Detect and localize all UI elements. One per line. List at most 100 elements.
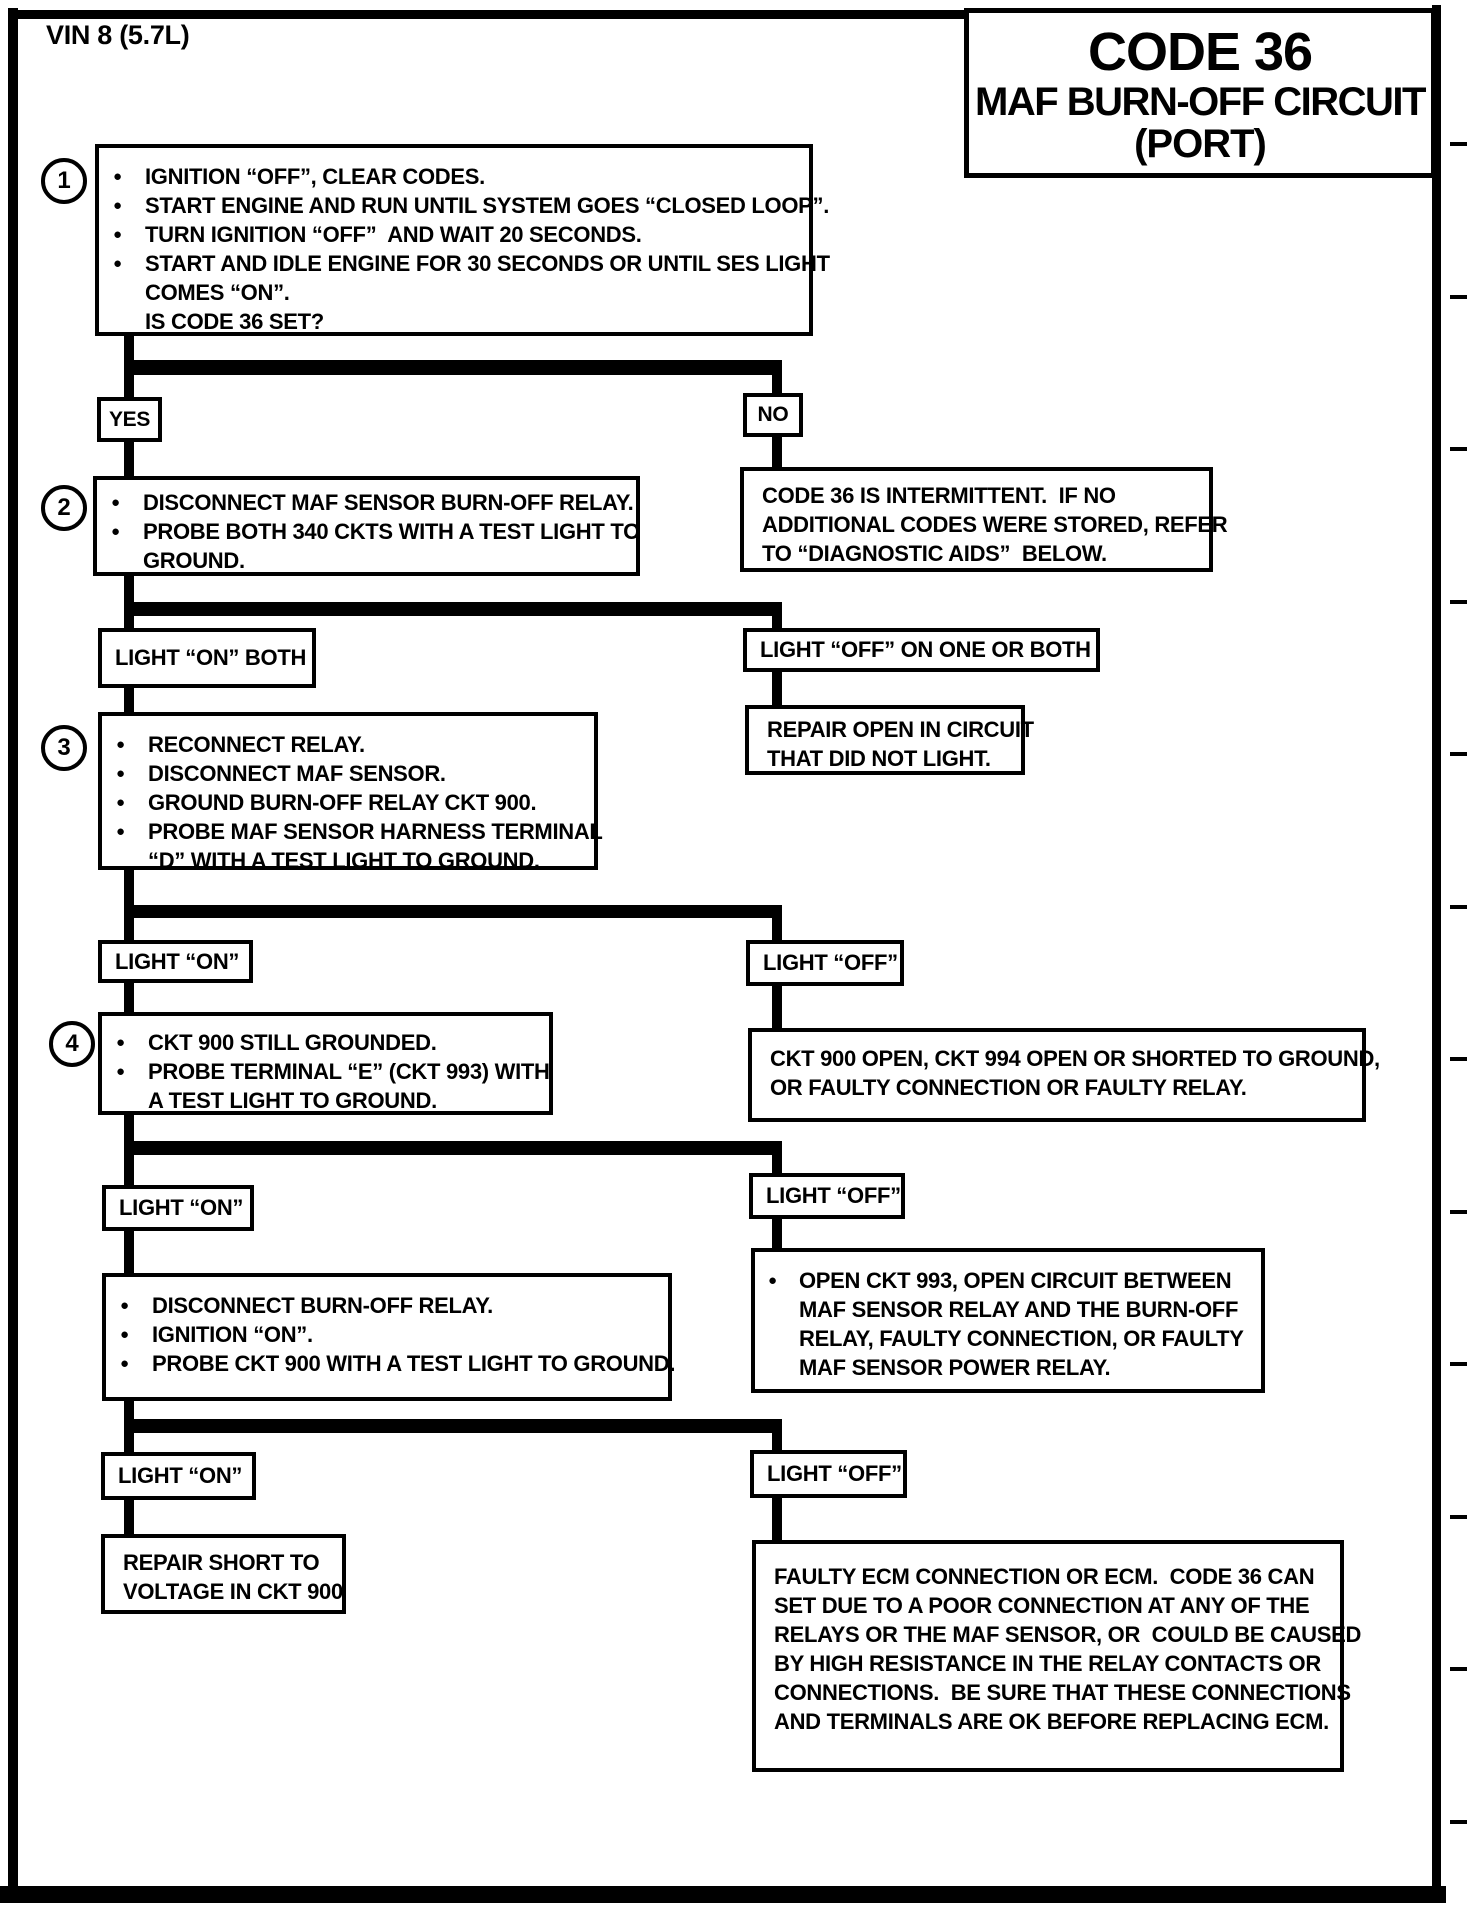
result-line: CKT 900 OPEN, CKT 994 OPEN OR SHORTED TO… xyxy=(770,1046,1380,1071)
step-1-line: TURN IGNITION “OFF” AND WAIT 20 SECONDS. xyxy=(99,220,809,249)
result-line: MAF SENSOR RELAY AND THE BURN-OFF xyxy=(799,1297,1239,1322)
result-line: AND TERMINALS ARE OK BEFORE REPLACING EC… xyxy=(774,1709,1329,1734)
connector-segment xyxy=(124,1231,134,1273)
step-1-line: IS CODE 36 SET? xyxy=(145,309,324,334)
result-line: OPEN CKT 993, OPEN CIRCUIT BETWEEN xyxy=(755,1266,1261,1295)
step-number-2: 2 xyxy=(41,485,87,531)
connector-segment xyxy=(772,365,782,393)
branch-bar xyxy=(124,1419,782,1433)
result-line: CODE 36 IS INTERMITTENT. IF NO xyxy=(762,483,1116,508)
step-2-line: PROBE BOTH 340 CKTS WITH A TEST LIGHT TO xyxy=(97,517,640,546)
light-on-label-3: LIGHT “ON” xyxy=(101,1452,256,1500)
connector-segment xyxy=(772,1498,782,1540)
result-line: THAT DID NOT LIGHT. xyxy=(767,746,991,771)
connector-segment xyxy=(772,672,782,705)
light-off-label-3: LIGHT “OFF” xyxy=(750,1450,907,1498)
step-4-line: CKT 900 STILL GROUNDED. xyxy=(102,1028,549,1057)
step-5-box: DISCONNECT BURN-OFF RELAY. IGNITION “ON”… xyxy=(102,1273,675,1401)
result-line: BY HIGH RESISTANCE IN THE RELAY CONTACTS… xyxy=(774,1651,1321,1676)
light-off-label-2: LIGHT “OFF” xyxy=(749,1173,905,1219)
branch-bar xyxy=(124,602,782,616)
page-title: CODE 36 xyxy=(1087,22,1313,82)
connector-segment xyxy=(772,910,782,940)
connector-segment xyxy=(772,1147,782,1173)
result-open-ckt993-box: OPEN CKT 993, OPEN CIRCUIT BETWEEN MAF S… xyxy=(751,1248,1265,1393)
result-line: CONNECTIONS. BE SURE THAT THESE CONNECTI… xyxy=(774,1680,1351,1705)
margin-tick xyxy=(1450,1362,1467,1366)
connector-segment xyxy=(772,1425,782,1450)
result-line: VOLTAGE IN CKT 900 xyxy=(123,1579,343,1604)
result-line: FAULTY ECM CONNECTION OR ECM. CODE 36 CA… xyxy=(774,1564,1315,1589)
connector-segment xyxy=(124,688,134,712)
step-2-line: DISCONNECT MAF SENSOR BURN-OFF RELAY. xyxy=(97,488,636,517)
light-on-label-2: LIGHT “ON” xyxy=(102,1185,254,1231)
no-label-box: NO xyxy=(743,393,803,437)
margin-tick xyxy=(1450,1820,1467,1824)
result-repair-short-box: REPAIR SHORT TO VOLTAGE IN CKT 900 xyxy=(101,1534,346,1614)
step-3-box: RECONNECT RELAY. DISCONNECT MAF SENSOR. … xyxy=(98,712,603,873)
step-5-line: PROBE CKT 900 WITH A TEST LIGHT TO GROUN… xyxy=(106,1349,675,1378)
result-intermittent-box: CODE 36 IS INTERMITTENT. IF NO ADDITIONA… xyxy=(740,467,1228,572)
result-ckt900-open-box: CKT 900 OPEN, CKT 994 OPEN OR SHORTED TO… xyxy=(748,1028,1380,1122)
step-3-line: GROUND BURN-OFF RELAY CKT 900. xyxy=(102,788,594,817)
light-on-both-label: LIGHT “ON” BOTH xyxy=(98,628,316,688)
page-border-top xyxy=(8,10,968,19)
step-5-line: DISCONNECT BURN-OFF RELAY. xyxy=(106,1291,668,1320)
margin-tick xyxy=(1450,447,1467,451)
branch-bar xyxy=(124,905,782,918)
result-line: ADDITIONAL CODES WERE STORED, REFER xyxy=(762,512,1228,537)
result-line: RELAY, FAULTY CONNECTION, OR FAULTY xyxy=(799,1326,1244,1351)
branch-bar xyxy=(124,360,782,375)
step-number-1: 1 xyxy=(41,158,87,204)
light-off-label-1: LIGHT “OFF” xyxy=(746,940,904,986)
result-line: SET DUE TO A POOR CONNECTION AT ANY OF T… xyxy=(774,1593,1310,1618)
result-line: REPAIR SHORT TO xyxy=(123,1550,320,1575)
step-1-line: START ENGINE AND RUN UNTIL SYSTEM GOES “… xyxy=(99,191,829,220)
margin-tick xyxy=(1450,1210,1467,1214)
page-border-bottom xyxy=(0,1886,1446,1903)
connector-segment xyxy=(772,437,782,467)
margin-tick xyxy=(1450,295,1467,299)
connector-segment xyxy=(124,983,134,1012)
margin-tick xyxy=(1450,752,1467,756)
margin-tick xyxy=(1450,1515,1467,1519)
page-border-right xyxy=(1432,5,1441,1898)
step-1-box: IGNITION “OFF”, CLEAR CODES. START ENGIN… xyxy=(95,144,830,336)
connector-segment xyxy=(124,1500,134,1534)
step-number-4: 4 xyxy=(49,1021,95,1067)
connector-segment xyxy=(772,986,782,1028)
page-subtitle-port: (PORT) xyxy=(1134,122,1267,166)
step-4-line: PROBE TERMINAL “E” (CKT 993) WITH xyxy=(102,1057,550,1086)
step-3-line: RECONNECT RELAY. xyxy=(102,730,594,759)
light-on-label-1: LIGHT “ON” xyxy=(98,940,253,983)
step-4-box: CKT 900 STILL GROUNDED. PROBE TERMINAL “… xyxy=(98,1012,553,1115)
margin-tick xyxy=(1450,142,1467,146)
result-line: MAF SENSOR POWER RELAY. xyxy=(799,1355,1111,1380)
result-line: REPAIR OPEN IN CIRCUIT xyxy=(767,717,1034,742)
vin-label: VIN 8 (5.7L) xyxy=(46,20,190,50)
margin-tick xyxy=(1450,600,1467,604)
step-4-line: A TEST LIGHT TO GROUND. xyxy=(148,1088,437,1113)
result-line: TO “DIAGNOSTIC AIDS” BELOW. xyxy=(762,541,1107,566)
step-3-line: DISCONNECT MAF SENSOR. xyxy=(102,759,594,788)
result-line: RELAYS OR THE MAF SENSOR, OR COULD BE CA… xyxy=(774,1622,1362,1647)
step-3-line: PROBE MAF SENSOR HARNESS TERMINAL xyxy=(102,817,603,846)
branch-bar xyxy=(124,1141,782,1155)
yes-label-box: YES xyxy=(97,397,162,442)
step-5-line: IGNITION “ON”. xyxy=(106,1320,668,1349)
step-3-line: “D” WITH A TEST LIGHT TO GROUND. xyxy=(148,848,540,873)
title-box: CODE 36 MAF BURN-OFF CIRCUIT (PORT) xyxy=(964,8,1436,178)
result-line: OR FAULTY CONNECTION OR FAULTY RELAY. xyxy=(770,1075,1247,1100)
step-1-line: IGNITION “OFF”, CLEAR CODES. xyxy=(99,162,809,191)
connector-segment xyxy=(772,1219,782,1248)
step-2-line: GROUND. xyxy=(143,548,245,573)
step-number-3: 3 xyxy=(41,725,87,771)
margin-tick xyxy=(1450,1057,1467,1061)
step-1-line: COMES “ON”. xyxy=(145,280,290,305)
light-off-one-or-both-label: LIGHT “OFF” ON ONE OR BOTH xyxy=(743,628,1100,672)
result-faulty-ecm-box: FAULTY ECM CONNECTION OR ECM. CODE 36 CA… xyxy=(752,1540,1362,1772)
connector-segment xyxy=(772,607,782,628)
connector-segment xyxy=(124,442,134,476)
margin-tick xyxy=(1450,905,1467,909)
